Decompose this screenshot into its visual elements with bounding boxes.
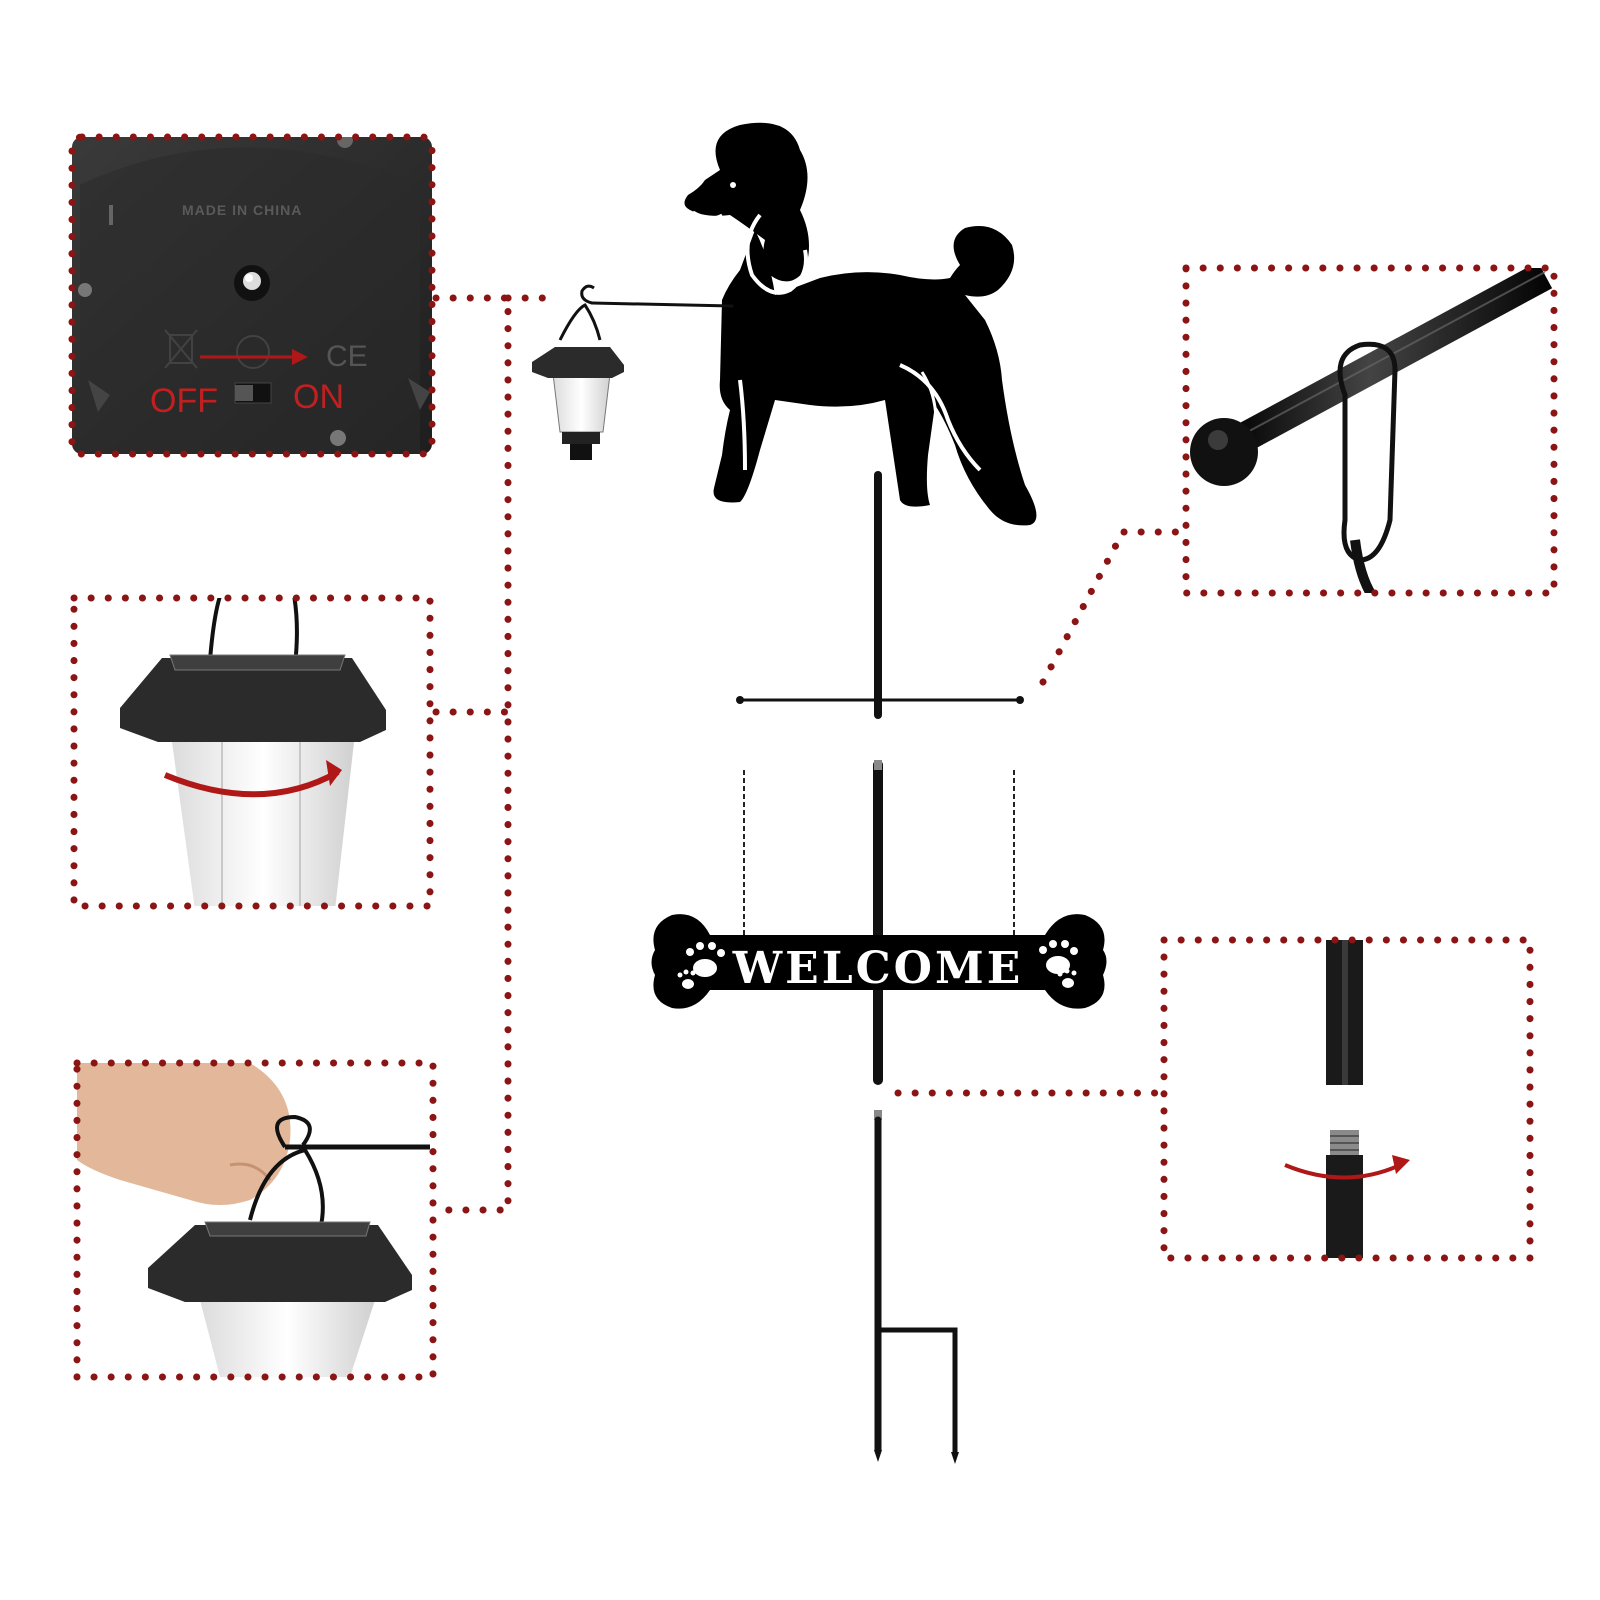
poodle-silhouette — [684, 122, 1037, 526]
paw-print-icon-right — [1039, 940, 1078, 988]
ce-mark: CE — [326, 340, 368, 373]
welcome-bone-sign: WELCOME — [651, 914, 1107, 1009]
on-label: ON — [293, 378, 344, 416]
rod-end-cap — [1190, 418, 1258, 486]
rod-end-photo — [1186, 268, 1554, 593]
arrow-right-icon — [200, 349, 308, 365]
switch-detail-frame — [68, 133, 436, 458]
recycle-symbol-icon — [236, 335, 270, 369]
lantern-detail-frame — [70, 594, 434, 910]
made-in-china-text: MADE IN CHINA — [182, 202, 302, 218]
led-bulb-icon — [234, 265, 270, 301]
rod-detail-frame — [1182, 264, 1558, 597]
arm-hook — [580, 284, 595, 305]
power-switch[interactable] — [234, 382, 272, 404]
solar-lantern[interactable] — [532, 303, 624, 460]
lantern-twist-photo — [74, 598, 430, 906]
joint-photo — [1164, 940, 1530, 1258]
switch-panel-photo: MADE IN CHINA CE OFF ON — [72, 137, 432, 454]
paw-print-icon-left — [677, 942, 725, 989]
lower-tube — [1326, 1155, 1363, 1258]
hanging-lantern-photo — [77, 1063, 433, 1377]
welcome-text: WELCOME — [732, 943, 1023, 994]
connector-to-rod — [1039, 528, 1188, 686]
hanging-detail-frame — [73, 1059, 437, 1381]
lower-stake — [874, 1110, 959, 1464]
twist-arrow-icon — [1392, 1155, 1410, 1174]
connector-left-trunk — [432, 294, 512, 1214]
lantern-arm — [590, 301, 734, 308]
rotate-arrow-icon — [326, 760, 342, 786]
recycle-bin-icon — [164, 329, 198, 369]
off-label: OFF — [150, 382, 218, 420]
s-hook — [1337, 341, 1398, 563]
